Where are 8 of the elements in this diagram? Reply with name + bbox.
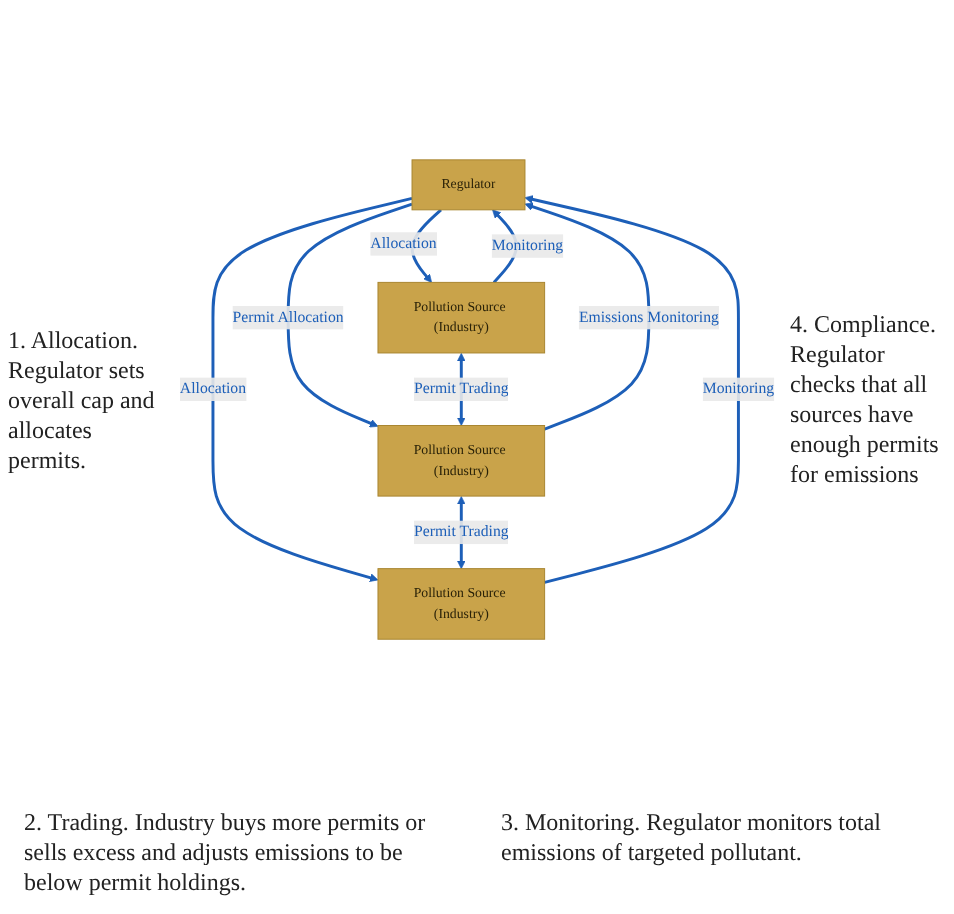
note-text: 3. Monitoring. Regulator monitors total emissions of targeted pollutant. <box>499 808 883 870</box>
note-text: 2. Trading. Industry buys more permits or sells excess and adjusts emissions to be below permit holdings. <box>22 808 428 898</box>
arrow <box>524 202 651 431</box>
arrow <box>524 195 740 585</box>
note-text: 1. Allocation. Regulator sets overall cap and allocates permits. <box>6 325 157 475</box>
arrow <box>211 197 413 583</box>
arrow <box>286 203 413 428</box>
note-text: 4. Compliance. Regulator checks that all sources have enough permits for emissions <box>788 310 941 490</box>
